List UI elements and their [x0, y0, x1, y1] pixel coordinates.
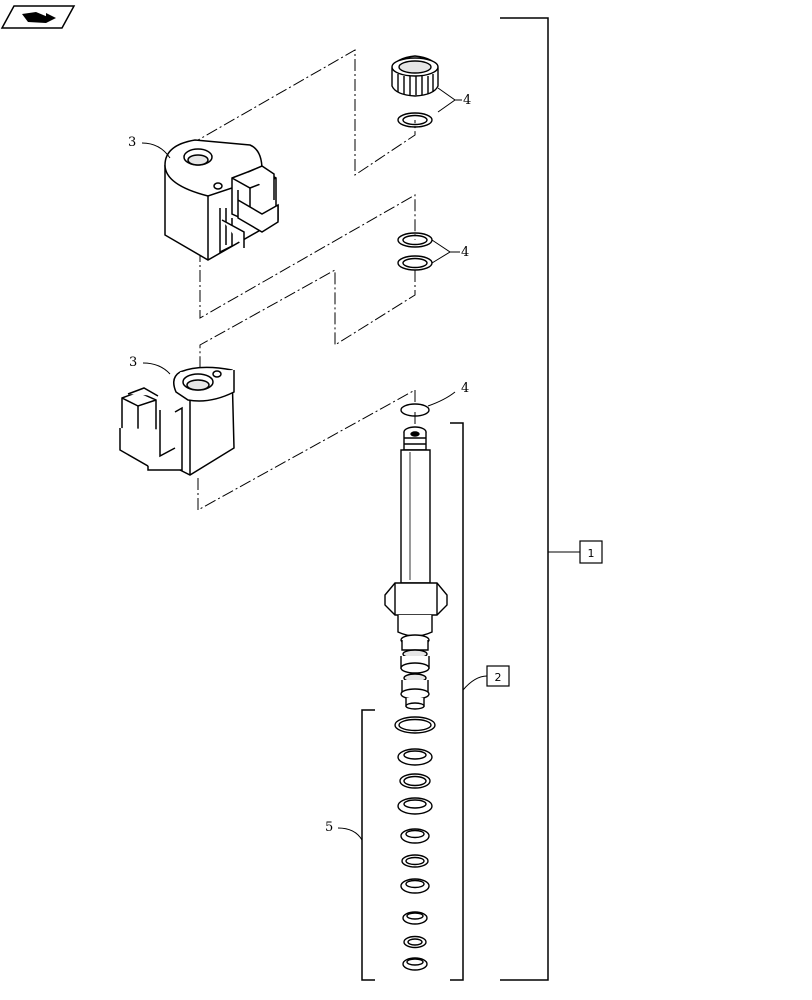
boxed-callout-assembly-main[interactable]: 1 [579, 540, 603, 564]
book-arrow-icon[interactable] [0, 5, 76, 29]
svg-text:1: 1 [588, 547, 595, 560]
seal-pair-middle[interactable] [397, 232, 433, 271]
solenoid-coil-lower[interactable] [119, 366, 235, 476]
seal-top[interactable] [397, 112, 433, 128]
seal-kit-stack[interactable] [394, 716, 436, 971]
callout-solenoid-coil-lower: 3 [129, 355, 137, 370]
nut-top[interactable] [391, 55, 439, 97]
cartridge-valve-stem[interactable] [384, 426, 448, 710]
callout-seal-pair-middle: 4 [461, 245, 469, 260]
bracket-seal-kit [361, 709, 375, 981]
seal-single[interactable] [400, 403, 430, 417]
bracket-cartridge-valve [450, 422, 464, 981]
bracket-assembly-main [500, 17, 549, 981]
solenoid-coil-upper[interactable] [164, 139, 279, 261]
callout-solenoid-coil-upper: 3 [128, 135, 136, 150]
callout-seal-single: 4 [461, 381, 469, 396]
callout-seal-kit: 5 [325, 820, 333, 835]
svg-text:2: 2 [495, 671, 502, 684]
boxed-callout-cartridge-valve[interactable]: 2 [486, 665, 510, 687]
callout-nut-and-seal-top: 4 [463, 93, 471, 108]
leader-lines [141, 87, 580, 841]
